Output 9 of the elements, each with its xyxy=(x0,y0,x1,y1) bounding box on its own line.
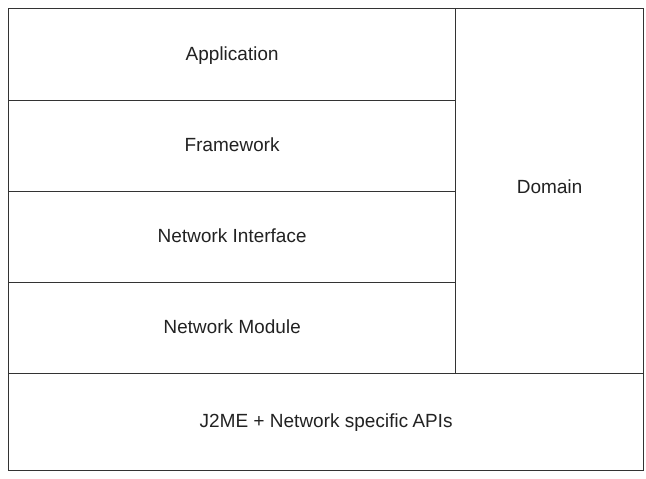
layer-label: Domain xyxy=(516,177,582,199)
layer-label: Network Module xyxy=(163,317,301,339)
layer-label: Network Interface xyxy=(158,226,306,248)
layer-label: Application xyxy=(186,44,278,66)
layer-box xyxy=(8,8,456,101)
layer-label: Framework xyxy=(184,135,280,157)
layer-box xyxy=(8,373,644,471)
layer-box xyxy=(455,8,644,374)
layer-label: J2ME + Network specific APIs xyxy=(200,411,452,433)
